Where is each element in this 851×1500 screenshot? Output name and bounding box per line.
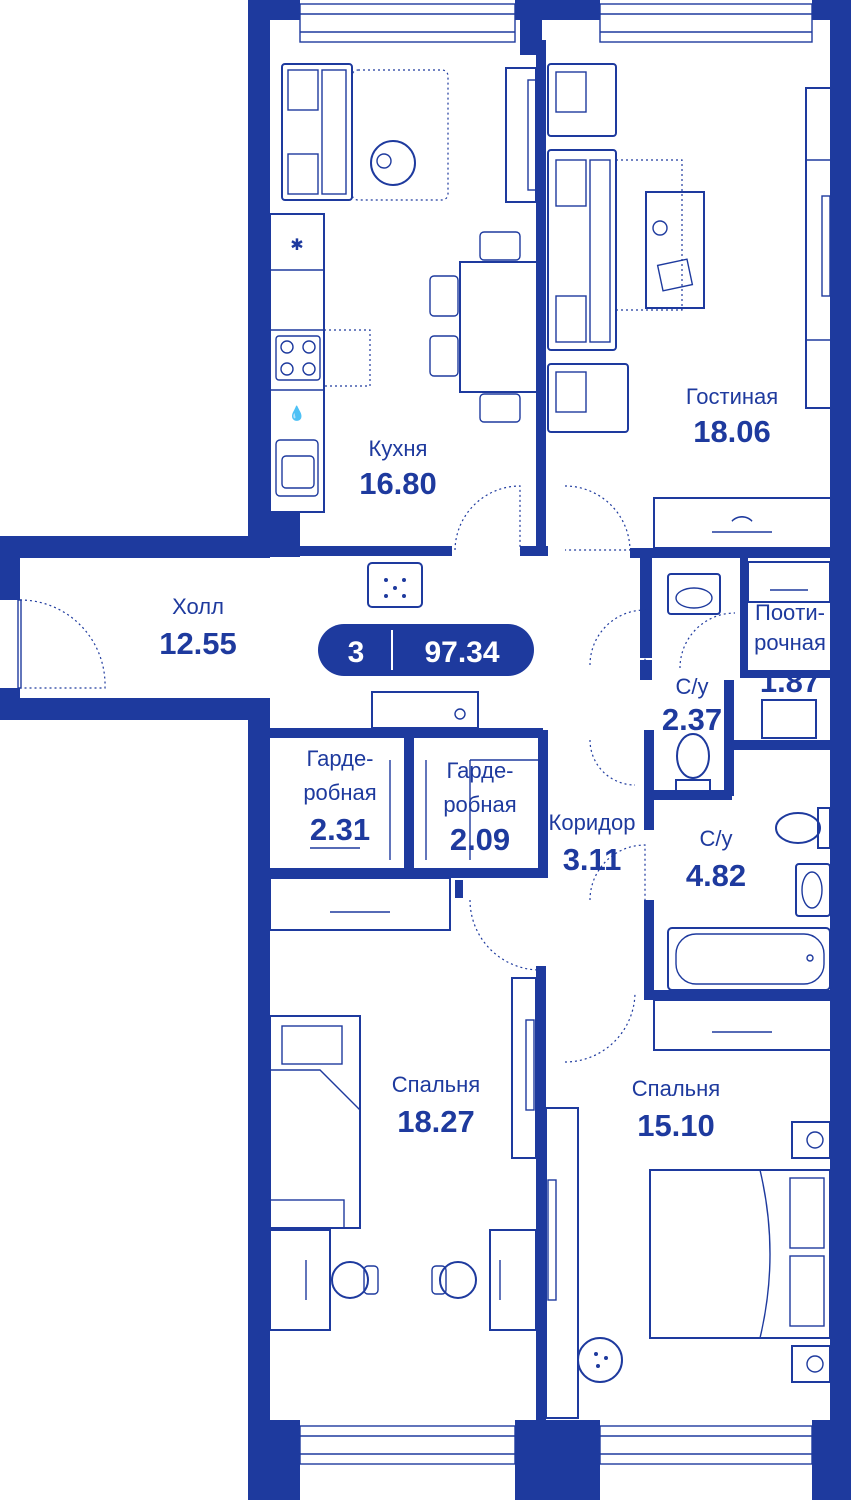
- sink-icon: [275, 439, 319, 497]
- water-drop-icon: 💧: [288, 405, 305, 422]
- corridor-name: Коридор: [549, 810, 636, 835]
- chair-icon: [331, 1261, 379, 1299]
- tv-icon: [505, 67, 537, 203]
- coffee-table-icon: [370, 140, 416, 186]
- nightstand-icon: [791, 1345, 831, 1383]
- hall-area: 12.55: [159, 626, 237, 661]
- hanger-icon: ⌒: [731, 516, 753, 541]
- desk-icon: [269, 1229, 331, 1331]
- wardrobe-furniture: [269, 759, 833, 1051]
- wardrobe1-name-line2: робная: [303, 780, 376, 805]
- stove-icon: [275, 335, 321, 381]
- sink-icon: [667, 573, 721, 615]
- corridor-area: 3.11: [563, 842, 622, 877]
- wardrobe2-name-line1: Гарде-: [446, 758, 513, 783]
- table-icon: [429, 231, 541, 423]
- sink-icon: [795, 863, 831, 917]
- fridge-icon: ✱: [290, 235, 303, 254]
- hall-furniture: [367, 562, 479, 729]
- washing-machine-icon: [761, 699, 817, 739]
- bedroom-left-area: 18.27: [397, 1104, 475, 1139]
- toilet-icon: [675, 733, 711, 793]
- doors: [19, 485, 736, 1063]
- storage-name-line1: Поoти-: [755, 600, 825, 625]
- storage-area: 1.87: [760, 664, 820, 699]
- rooms-count: 3: [348, 636, 365, 669]
- tv-icon: [805, 87, 833, 409]
- tv-icon: [545, 1107, 579, 1419]
- bedroom-right-name: Спальня: [632, 1076, 720, 1101]
- round-table-icon: [577, 1337, 623, 1383]
- desk-icon: [489, 1229, 537, 1331]
- living-furniture: ⌒: [547, 63, 833, 549]
- bath-small-area: 2.37: [662, 702, 722, 737]
- living-name: Гостиная: [686, 384, 778, 409]
- washing-machine-icon: [367, 562, 423, 608]
- console-table-icon: [371, 691, 479, 729]
- summary-badge: 3 97.34: [318, 624, 534, 676]
- left-bedroom-furniture: [269, 977, 537, 1331]
- chair-icon: [431, 1261, 477, 1299]
- wardrobe1-name-line1: Гарде-: [306, 746, 373, 771]
- living-area: 18.06: [693, 414, 771, 449]
- wardrobe2-area: 2.09: [450, 822, 510, 857]
- bathroom-fixtures: [667, 561, 831, 991]
- bed-icon: [269, 1015, 361, 1229]
- bath-small-name: С/у: [676, 674, 709, 699]
- bedroom-left-name: Спальня: [392, 1072, 480, 1097]
- sofa-icon: [281, 63, 353, 201]
- nightstand-icon: [791, 1121, 831, 1159]
- windows: [17, 3, 813, 1465]
- interior-walls: [248, 40, 830, 1426]
- toilet-icon: [775, 807, 831, 849]
- right-bedroom-furniture: [545, 1107, 831, 1419]
- kitchen-name: Кухня: [369, 436, 428, 461]
- armchair-icon: [547, 363, 629, 433]
- hanger-icon: [747, 561, 831, 603]
- bath-large-name: С/у: [700, 826, 733, 851]
- sofa-icon: [547, 149, 617, 351]
- bed-icon: [649, 1169, 831, 1339]
- wardrobe1-area: 2.31: [310, 812, 370, 847]
- room-labels: Кухня 16.80 Гостиная 18.06 Холл 12.55 По…: [159, 384, 826, 1143]
- hall-name: Холл: [172, 594, 224, 619]
- total-area: 97.34: [424, 636, 499, 669]
- kitchen-area: 16.80: [359, 466, 437, 501]
- tv-icon: [511, 977, 537, 1159]
- wardrobe2-name-line2: робная: [443, 792, 516, 817]
- bathtub-icon: [667, 927, 831, 991]
- bedroom-right-area: 15.10: [637, 1108, 715, 1143]
- kitchen-furniture: ✱ 💧: [269, 63, 541, 513]
- armchair-icon: [547, 63, 617, 137]
- coffee-table-icon: [645, 191, 705, 309]
- bath-large-area: 4.82: [686, 858, 746, 893]
- storage-name-line2: рочная: [754, 630, 826, 655]
